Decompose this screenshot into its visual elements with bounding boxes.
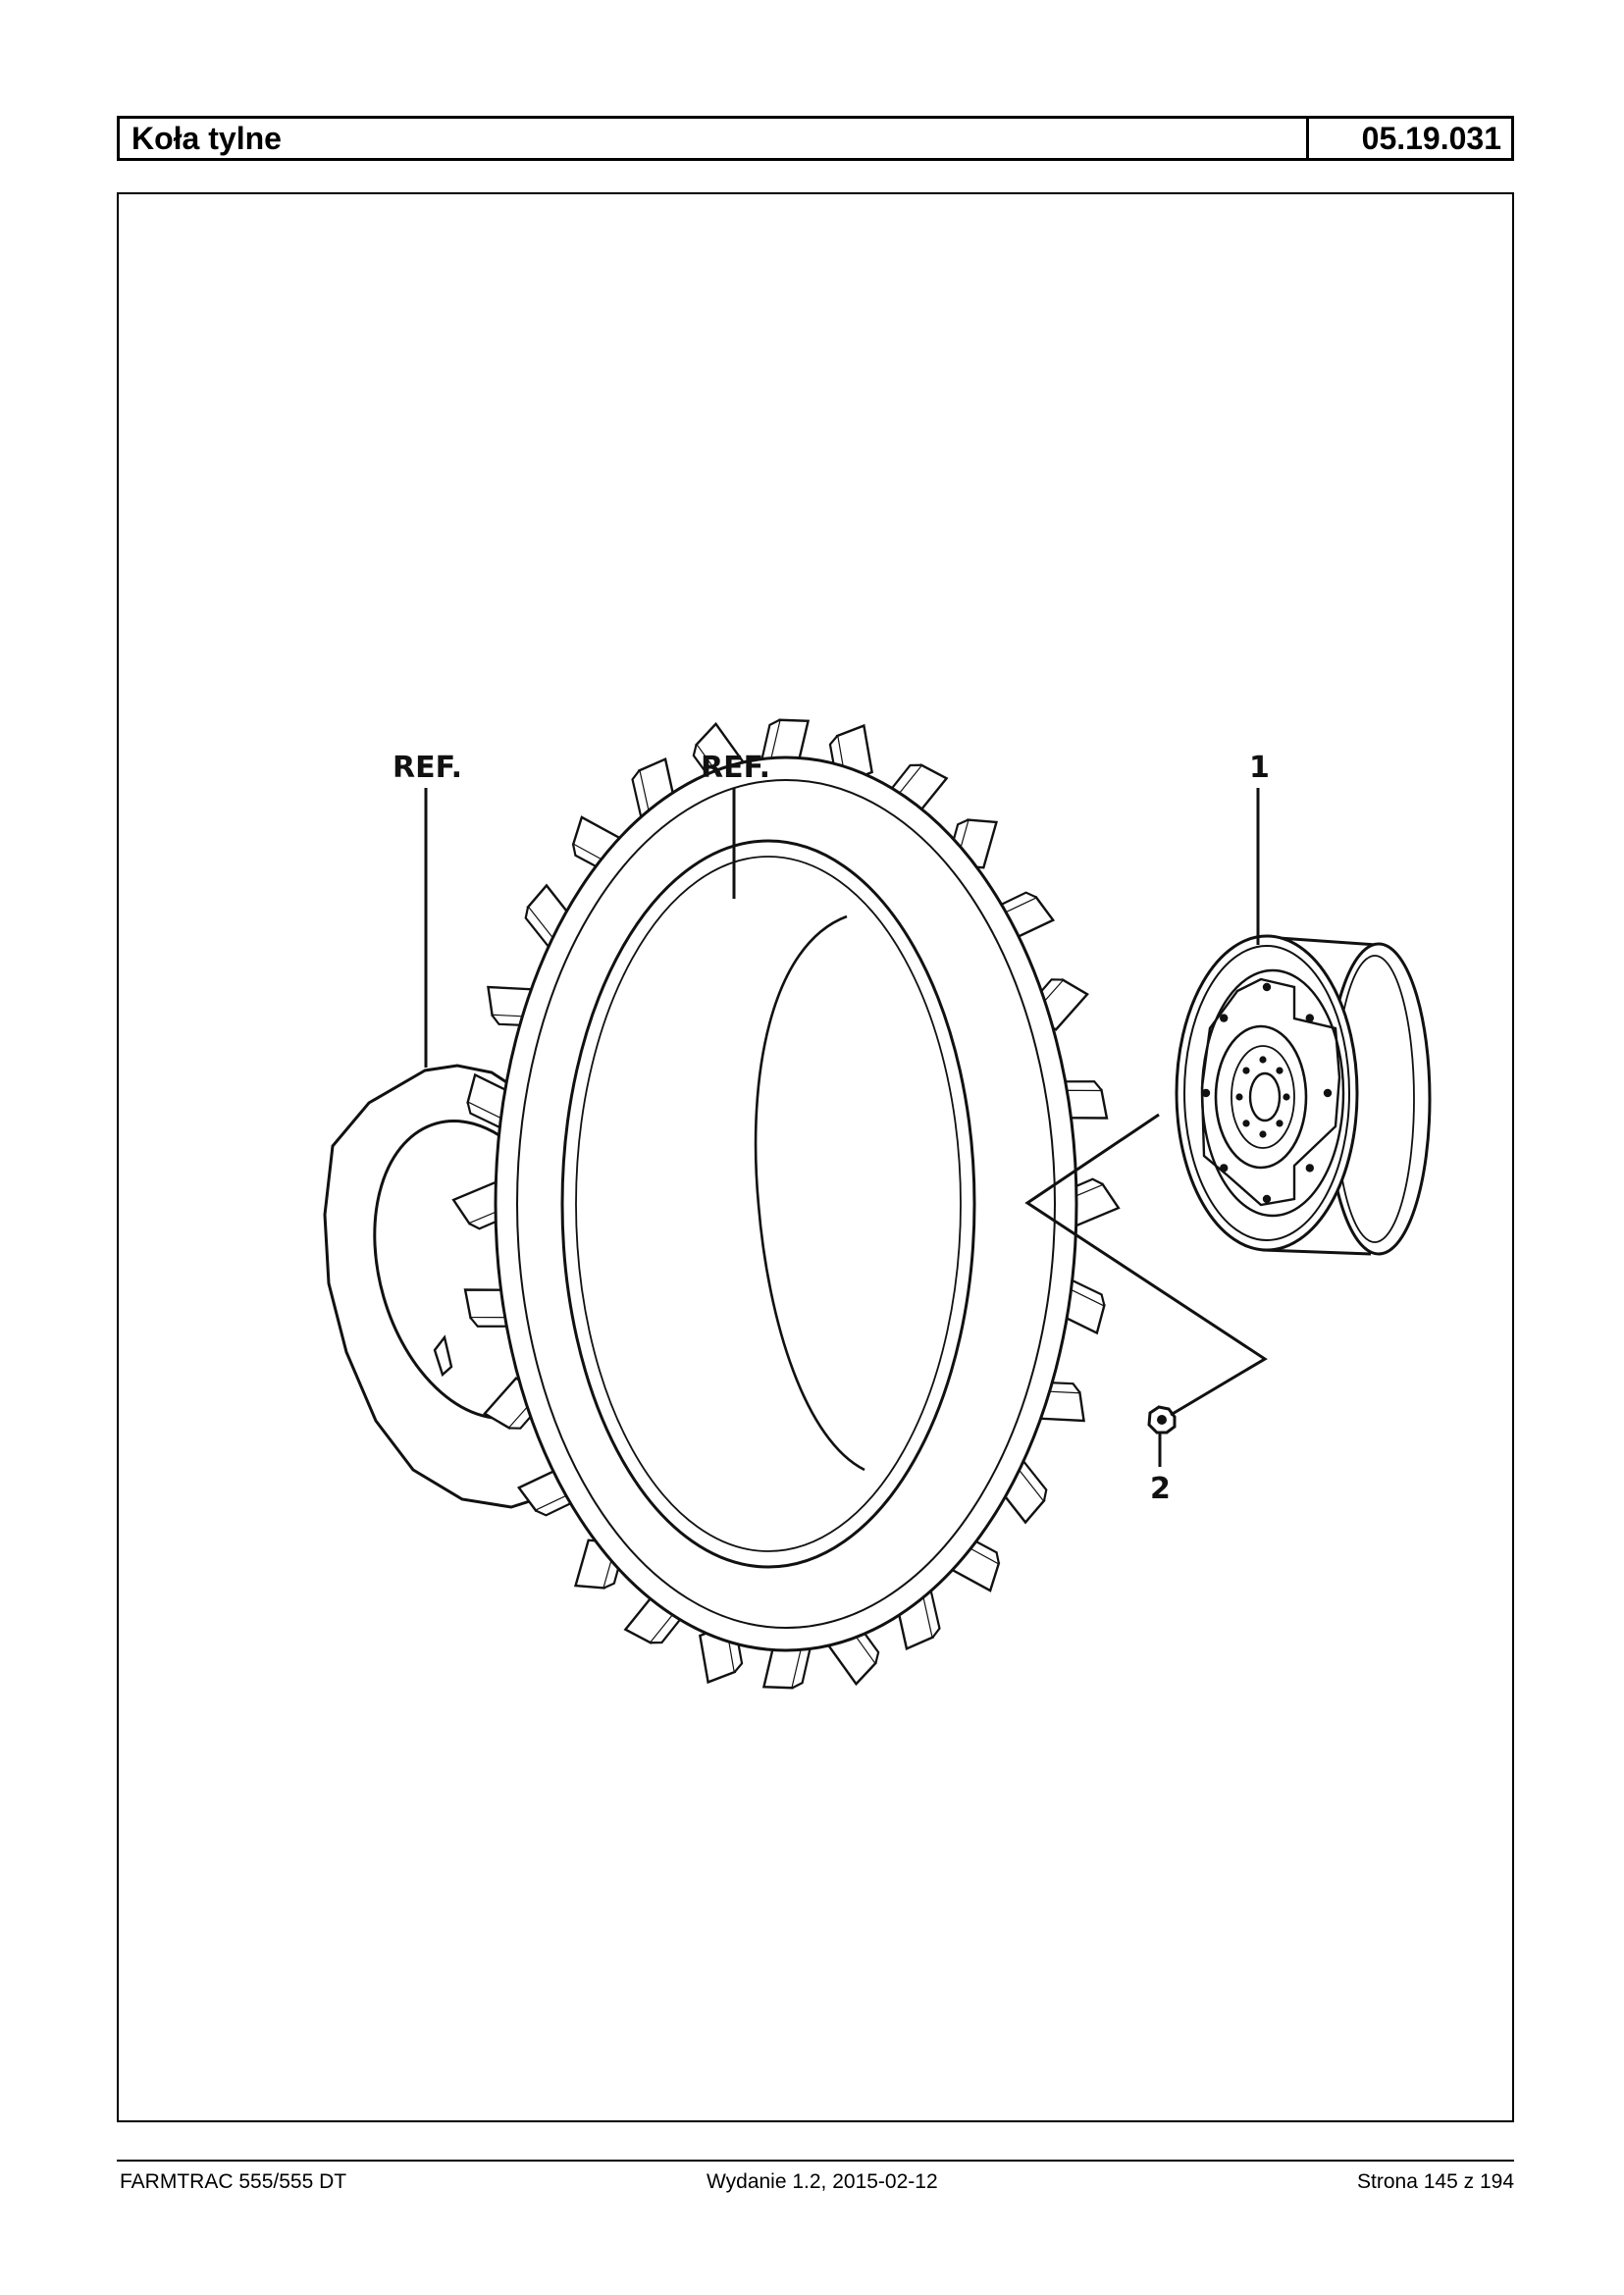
rim-icon — [1175, 934, 1433, 1256]
footer-page: Strona 145 z 194 — [1357, 2170, 1514, 2193]
tire-icon — [450, 708, 1122, 1699]
wheel-nut-icon — [1147, 1405, 1177, 1434]
exploded-wheel-diagram: REF. REF. 1 2 — [323, 708, 1433, 1699]
section-code: 05.19.031 — [1306, 119, 1511, 158]
rim-bolt-hole — [1262, 1194, 1272, 1204]
callout-rim: 1 — [1249, 751, 1270, 785]
rim-bolt-hole — [1262, 982, 1272, 992]
rim-bolt-hole — [1305, 1014, 1315, 1022]
callout-nut: 2 — [1150, 1472, 1171, 1506]
page-header: Koła tylne 05.19.031 — [117, 116, 1514, 161]
footer-edition: Wydanie 1.2, 2015-02-12 — [707, 2170, 938, 2193]
diagram-frame: REF. REF. 1 2 — [117, 192, 1514, 2122]
hub-bolt-hole — [1276, 1067, 1283, 1074]
rim-bolt-hole — [1201, 1088, 1211, 1098]
hub-bolt-hole — [1242, 1120, 1250, 1127]
leader-lines — [424, 788, 1268, 1467]
rim-bolt-hole — [1220, 1014, 1229, 1022]
footer-rule — [117, 2160, 1514, 2162]
page-title: Koła tylne — [131, 120, 282, 156]
hub-bolt-hole — [1242, 1067, 1250, 1074]
callout-ref-tube: REF. — [393, 751, 462, 785]
callout-ref-tire: REF. — [701, 751, 770, 785]
hub-bolt-hole — [1259, 1130, 1267, 1138]
rim-bolt-hole — [1220, 1164, 1229, 1173]
hub-bolt-hole — [1235, 1093, 1243, 1101]
rim-bolt-hole — [1305, 1164, 1315, 1173]
hub-bolt-hole — [1259, 1056, 1267, 1064]
rim-bolt-hole — [1323, 1088, 1333, 1098]
hub-bolt-hole — [1276, 1120, 1283, 1127]
hub-bolt-hole — [1283, 1093, 1290, 1101]
footer-model: FARMTRAC 555/555 DT — [120, 2170, 347, 2193]
